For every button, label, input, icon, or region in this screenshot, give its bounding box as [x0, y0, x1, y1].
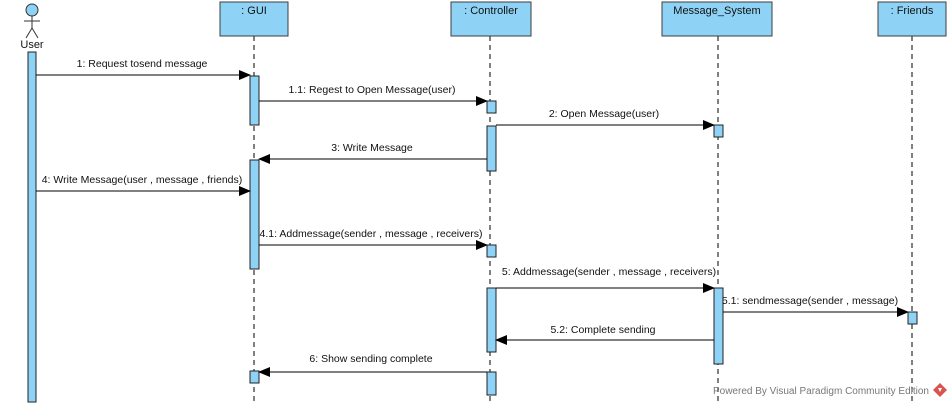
activation-bar: [249, 75, 260, 126]
participant-label: : Friends: [891, 5, 934, 17]
participant-gui[interactable]: : GUI: [219, 1, 289, 37]
activation-bar: [27, 51, 37, 403]
message-label: 2: Open Message(user): [549, 108, 659, 120]
message-2[interactable]: 2: Open Message(user): [496, 108, 715, 130]
activation-bar: [249, 159, 260, 270]
message-5-1[interactable]: 5.1: sendmessage(sender , message): [722, 295, 909, 317]
activation-bar: [486, 125, 497, 172]
participant-friends[interactable]: : Friends: [877, 1, 947, 37]
message-label: 4.1: Addmessage(sender , message , recei…: [260, 228, 483, 240]
actor-user[interactable]: User: [20, 3, 44, 51]
message-label: 5.1: sendmessage(sender , message): [722, 295, 898, 307]
activation-bar: [713, 124, 724, 138]
participant-label: Message_System: [673, 5, 760, 17]
message-label: 6: Show sending complete: [309, 353, 432, 365]
actor-label: User: [20, 39, 44, 51]
stick-figure-icon: [24, 3, 40, 39]
visual-paradigm-logo-icon: [933, 383, 947, 397]
message-6[interactable]: 6: Show sending complete: [258, 353, 487, 377]
message-4-1[interactable]: 4.1: Addmessage(sender , message , recei…: [259, 228, 488, 250]
participant-label: : Controller: [464, 5, 518, 17]
activation-bar: [486, 100, 497, 114]
message-1-1[interactable]: 1.1: Regest to Open Message(user): [259, 84, 488, 106]
message-label: 3: Write Message: [331, 142, 413, 154]
activation-bar: [713, 287, 724, 365]
activation-bar: [907, 311, 918, 325]
watermark-text: Powered By Visual Paradigm Community Edi…: [713, 386, 929, 397]
message-label: 4: Write Message(user , message , friend…: [42, 174, 243, 186]
message-label: 5: Addmessage(sender , message , receive…: [502, 266, 716, 278]
activation-bar: [249, 370, 260, 384]
message-3[interactable]: 3: Write Message: [258, 142, 487, 164]
message-5[interactable]: 5: Addmessage(sender , message , receive…: [496, 266, 716, 293]
message-label: 5.2: Complete sending: [550, 324, 655, 336]
message-label: 1: Request tosend message: [77, 58, 208, 70]
message-1[interactable]: 1: Request tosend message: [36, 58, 251, 80]
message-4[interactable]: 4: Write Message(user , message , friend…: [36, 174, 251, 196]
participant-label: : GUI: [241, 5, 267, 17]
activation-bar: [486, 287, 497, 353]
activation-bar: [486, 371, 497, 396]
message-label: 1.1: Regest to Open Message(user): [289, 84, 456, 96]
participant-message-system[interactable]: Message_System: [661, 1, 773, 37]
activation-bar: [486, 244, 497, 258]
message-5-2[interactable]: 5.2: Complete sending: [495, 324, 714, 345]
participant-controller[interactable]: : Controller: [450, 1, 532, 37]
